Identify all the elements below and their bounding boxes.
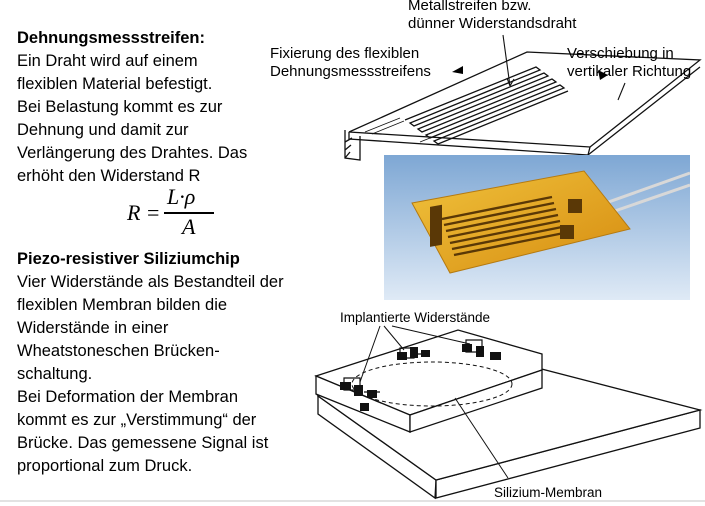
piezo-line: Wheatstoneschen Brücken- [17,342,220,360]
bottom-divider [0,500,705,502]
resistance-formula: R = L·ρ A [124,184,224,242]
piezo-line: Brücke. Das gemessene Signal ist [17,434,269,452]
shift-label: Verschiebung in [567,45,674,62]
strain-gauge-line: flexiblen Material befestigt. [17,75,213,93]
fraction-bar [164,212,214,214]
piezo-heading: Piezo-resistiver Siliziumchip [17,250,240,268]
strain-gauge-drawing [344,34,702,161]
implanted-resistors-label: Implantierte Widerstände [340,310,491,325]
metal-strip-label: Metallstreifen bzw. [408,0,532,14]
silicon-membrane-label: Silizium-Membran [494,485,603,500]
strain-gauge-line: Bei Belastung kommt es zur [17,98,223,116]
formula-equals: = [147,200,160,225]
formula-denominator: A [182,214,196,239]
piezo-line: schaltung. [17,365,93,383]
piezo-line: Widerstände in einer [17,319,169,337]
strain-gauge-heading: Dehnungsmessstreifen: [17,29,205,47]
strain-gauge-line: Ein Draht wird auf einem [17,52,198,70]
formula-lhs: R [127,200,141,225]
metal-strip-label: dünner Widerstandsdraht [408,15,577,32]
fixing-label: Dehnungsmessstreifens [270,63,431,80]
piezo-line: kommt es zur „Verstimmung“ der [17,411,257,429]
fixing-label: Fixierung des flexiblen [270,45,420,62]
strain-gauge-photo [384,155,690,300]
formula-numerator: L·ρ [167,184,196,209]
shift-label: vertikaler Richtung [567,63,692,80]
piezo-line: Bei Deformation der Membran [17,388,239,406]
strain-gauge-line: Dehnung und damit zur [17,121,189,139]
piezo-line: flexiblen Membran bilden die [17,296,228,314]
strain-gauge-line: Verlängerung des Drahtes. Das [17,144,248,162]
piezo-line: proportional zum Druck. [17,457,193,475]
piezo-line: Vier Widerstände als Bestandteil der [17,273,284,291]
strain-gauge-line: erhöht den Widerstand R [17,167,201,185]
